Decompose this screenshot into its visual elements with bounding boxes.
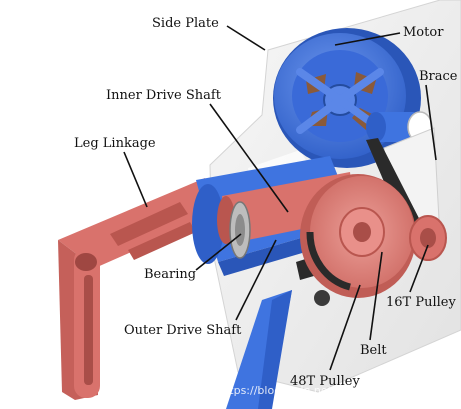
label-side-plate: Side Plate xyxy=(152,16,219,31)
leader-bearing xyxy=(195,233,242,271)
lower-link-slot xyxy=(84,275,93,385)
label-leg-linkage: Leg Linkage xyxy=(74,136,156,151)
leader-motor xyxy=(334,32,401,46)
upper-link-slot-2 xyxy=(128,222,196,260)
pulley-16t xyxy=(409,215,447,261)
label-belt: Belt xyxy=(360,343,387,358)
label-outer-drive-shaft: Outer Drive Shaft xyxy=(124,323,242,338)
outer-shaft-end xyxy=(192,184,224,264)
leg-linkage xyxy=(58,178,222,400)
leader-48t-pulley xyxy=(329,284,361,371)
leader-leg-linkage xyxy=(123,151,148,208)
leader-belt xyxy=(369,251,383,341)
motor-pulley xyxy=(366,111,433,143)
label-48t-pulley: 48T Pulley xyxy=(290,374,360,389)
leg-strut xyxy=(226,290,292,409)
label-motor: Motor xyxy=(403,25,444,40)
watermark: https://blog.csdn.net/weixin_47538147 xyxy=(218,384,433,397)
label-brace: Brace xyxy=(419,69,458,84)
idler-roller xyxy=(314,290,330,306)
bearing xyxy=(229,201,251,259)
upper-link-slot-1 xyxy=(110,202,188,246)
leader-16t-pulley xyxy=(409,244,429,293)
label-16t-pulley: 16T Pulley xyxy=(386,295,456,310)
linkage-pivot xyxy=(75,253,97,271)
leader-brace xyxy=(425,84,437,161)
label-bearing: Bearing xyxy=(144,267,196,282)
pulley-48t xyxy=(300,174,416,298)
leader-lines xyxy=(123,25,437,371)
label-inner-drive-shaft: Inner Drive Shaft xyxy=(106,88,222,103)
leader-inner-drive-shaft xyxy=(209,103,289,213)
belt-wrap xyxy=(306,231,351,291)
leader-outer-drive-shaft xyxy=(235,239,277,321)
leader-side-plate xyxy=(226,25,266,51)
